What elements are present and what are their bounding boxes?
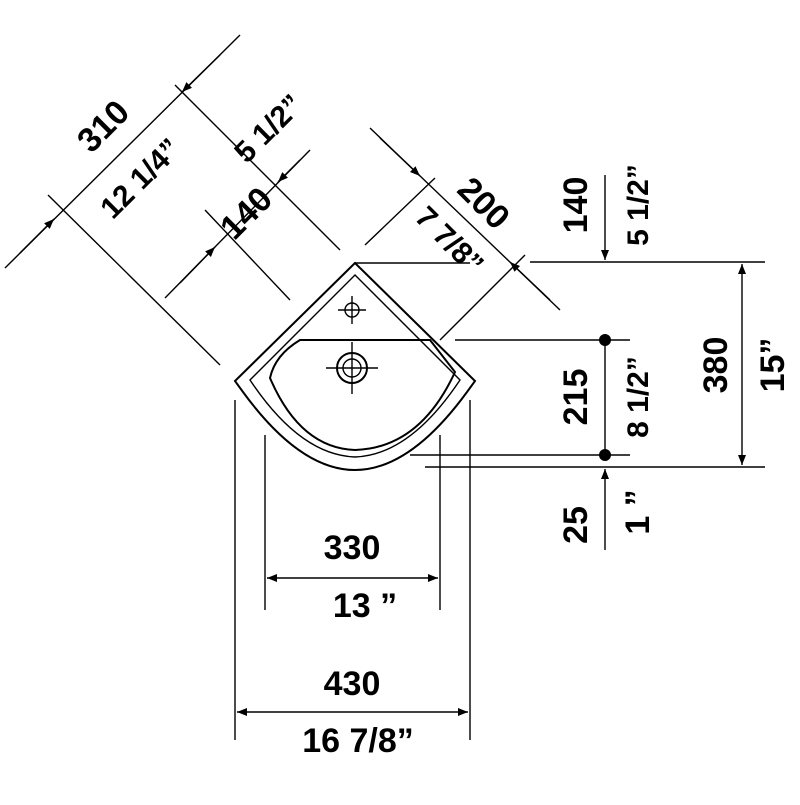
basin-outline [233, 261, 477, 472]
dim-430-mm: 430 [324, 665, 381, 703]
dim-430-inch: 16 7/8” [302, 722, 414, 760]
dim-310-mm: 310 [70, 93, 137, 160]
dim-140-inch: 5 1/2” [228, 88, 309, 169]
dim-25-inch: 1 ” [619, 489, 657, 534]
dim-330-mm: 330 [324, 529, 381, 567]
dimension-lines [4, 34, 765, 740]
dim-200-mm: 200 [450, 170, 517, 237]
drain-icon [326, 342, 378, 394]
dim-vert-140-mm: 140 [557, 177, 595, 234]
dim-vert-140-inch: 5 1/2” [622, 164, 655, 246]
dim-215-mm: 215 [557, 369, 595, 426]
dim-380-inch: 15” [754, 338, 792, 393]
dim-215-inch: 8 1/2” [622, 356, 655, 438]
tap-hole-icon [338, 296, 366, 324]
dim-380-mm: 380 [697, 337, 735, 394]
dim-25-mm: 25 [557, 506, 595, 544]
dim-330-inch: 13 ” [333, 587, 397, 625]
